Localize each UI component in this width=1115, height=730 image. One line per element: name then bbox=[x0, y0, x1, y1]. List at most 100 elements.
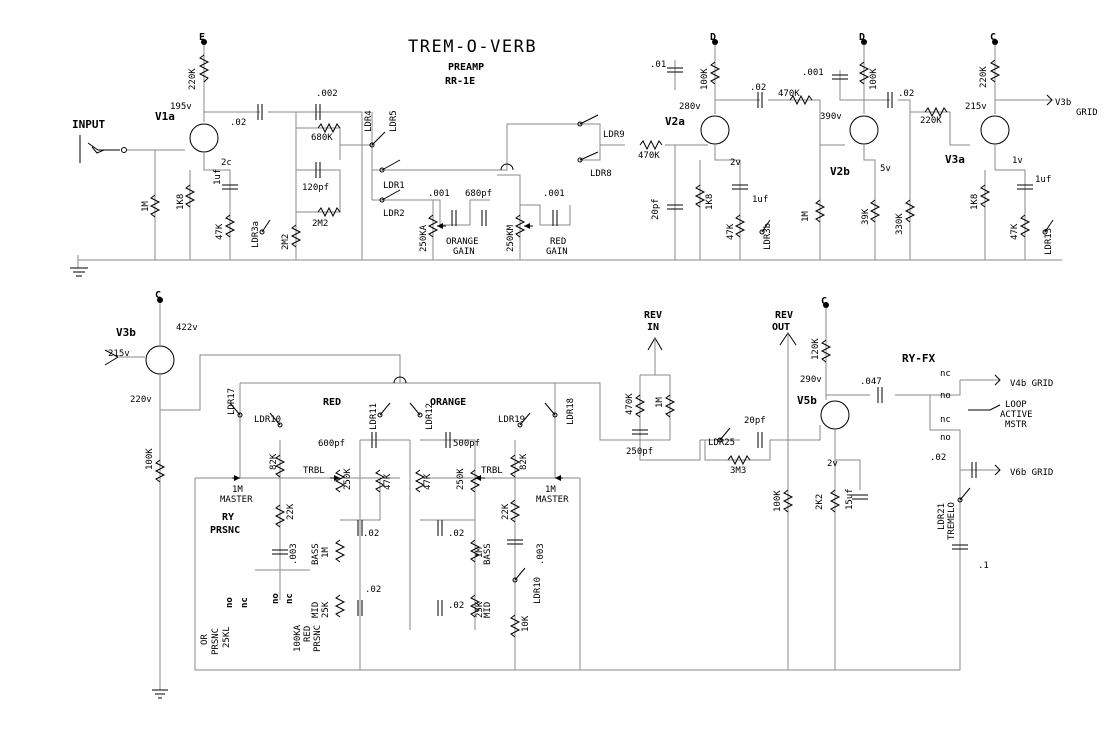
label-ldr11: LDR11 bbox=[369, 403, 379, 430]
label-or-prsnc-2: PRSNC bbox=[211, 628, 221, 655]
label-r1m-e: 1M bbox=[655, 397, 665, 408]
label-ldr3b: LDR3b bbox=[763, 223, 773, 250]
label-or-prsnc-1: OR bbox=[200, 634, 210, 645]
label-no-2: no bbox=[271, 593, 281, 604]
label-orange-gain-2: GAIN bbox=[453, 247, 475, 257]
label-c001-c: .001 bbox=[543, 189, 565, 199]
label-r2m2-b: 2M2 bbox=[281, 234, 291, 250]
label-ldr13: LDR13 bbox=[1044, 228, 1054, 255]
label-r2k2: 2K2 bbox=[815, 494, 825, 510]
label-ldr1: LDR1 bbox=[383, 181, 405, 191]
label-ldr12: LDR12 bbox=[425, 403, 435, 430]
label-2c: 2c bbox=[221, 158, 232, 168]
label-c680pf: 680pf bbox=[465, 189, 492, 199]
label-r120k: 120K bbox=[811, 338, 821, 360]
label-c15uf: 15uf bbox=[845, 488, 855, 510]
label-ldr4: LDR4 bbox=[364, 110, 374, 132]
label-r680k: 680K bbox=[311, 133, 333, 143]
label-r47k-c: 47K bbox=[1010, 223, 1020, 240]
label-r470k-b: 470K bbox=[638, 151, 660, 161]
label-rail-c3: C bbox=[821, 296, 827, 307]
label-orange: ORANGE bbox=[430, 397, 466, 408]
label-no-3: no bbox=[940, 391, 951, 401]
label-215v-a: 215v bbox=[965, 102, 987, 112]
label-r3m3: 3M3 bbox=[730, 466, 746, 476]
label-group: INPUT E D D C C C V1a V2a V2b V3a V3b V5… bbox=[72, 32, 1098, 655]
label-r470k-c: 470K bbox=[625, 393, 635, 415]
label-pot-red: 250KM bbox=[506, 224, 516, 252]
label-c047: .047 bbox=[860, 377, 882, 387]
label-r470k-a: 470K bbox=[778, 89, 800, 99]
label-r22k-b: 22K bbox=[501, 503, 511, 520]
schematic-subtitle-model: RR-1E bbox=[445, 76, 475, 87]
label-r250k-a: 250K bbox=[343, 468, 353, 490]
label-c001-a: .001 bbox=[802, 68, 824, 78]
label-ldr3a: LDR3a bbox=[251, 221, 261, 248]
label-r100k-b: 100K bbox=[869, 68, 879, 90]
label-ldr19: LDR19 bbox=[498, 415, 525, 425]
label-no-4: no bbox=[940, 433, 951, 443]
label-ldr21-b: TREMELO bbox=[947, 502, 957, 540]
label-red: RED bbox=[323, 397, 341, 408]
label-v3b-grid-1: V3b bbox=[1055, 98, 1071, 108]
label-v3b: V3b bbox=[116, 326, 136, 339]
label-r82k-a: 82K bbox=[269, 453, 279, 470]
label-no-1: no bbox=[225, 597, 235, 608]
label-195v: 195v bbox=[170, 102, 192, 112]
label-c001-b: .001 bbox=[428, 189, 450, 199]
label-c02-b: .02 bbox=[750, 83, 766, 93]
label-nc-1: nc bbox=[240, 597, 250, 608]
label-c1uf-a: 1uf bbox=[213, 169, 223, 185]
schematic-title: TREM-O-VERB bbox=[408, 37, 537, 57]
label-ldr17: LDR17 bbox=[227, 388, 237, 415]
label-c20pf-a: 20pf bbox=[651, 198, 661, 220]
label-c600pf: 600pf bbox=[318, 439, 345, 449]
label-r100k-a: 100K bbox=[700, 68, 710, 90]
label-loop-3: MSTR bbox=[1005, 420, 1027, 430]
label-v1a: V1a bbox=[155, 110, 175, 123]
label-r220k-c: 220K bbox=[979, 66, 989, 88]
label-c1uf-b: 1uf bbox=[752, 195, 768, 205]
label-v2b: V2b bbox=[830, 165, 850, 178]
label-v3a: V3a bbox=[945, 153, 965, 166]
label-trbl-1: TRBL bbox=[303, 466, 325, 476]
label-c1uf-c: 1uf bbox=[1035, 175, 1051, 185]
label-290v: 290v bbox=[800, 375, 822, 385]
label-r220k-a: 220K bbox=[188, 68, 198, 90]
label-ldr9: LDR9 bbox=[603, 130, 625, 140]
label-c02-d: .02 bbox=[363, 529, 379, 539]
label-r1m-b: 1M bbox=[801, 211, 811, 222]
label-loop-1: LOOP bbox=[1005, 400, 1027, 410]
label-c500pf: 500pf bbox=[453, 439, 480, 449]
label-r1k8-c: 1K8 bbox=[970, 194, 980, 210]
label-c02-e: .02 bbox=[448, 529, 464, 539]
label-r25k-b: 25K bbox=[475, 601, 485, 618]
label-c20pf-b: 20pf bbox=[744, 416, 766, 426]
label-c02-g: .02 bbox=[448, 601, 464, 611]
label-r22k-a: 22K bbox=[286, 503, 296, 520]
label-1v: 1v bbox=[1012, 156, 1023, 166]
label-ldr10-b: LDR10 bbox=[533, 577, 543, 604]
label-ldr10-a: LDR10 bbox=[254, 415, 281, 425]
label-rail-e: E bbox=[199, 32, 205, 43]
label-rail-d2: D bbox=[859, 32, 865, 43]
label-master-2b: MASTER bbox=[536, 495, 569, 505]
schematic-subtitle-preamp: PREAMP bbox=[448, 62, 484, 73]
label-422v: 422v bbox=[176, 323, 198, 333]
label-mid-2: MID bbox=[483, 602, 493, 618]
label-rev-out-2: OUT bbox=[772, 322, 790, 333]
label-master-1b: MASTER bbox=[220, 495, 253, 505]
label-or-prsnc-3: 25KL bbox=[222, 626, 232, 648]
label-ry-fx: RY-FX bbox=[902, 352, 935, 365]
label-v2a: V2a bbox=[665, 115, 685, 128]
label-r25k-a: 25K bbox=[321, 601, 331, 618]
label-ldr2: LDR2 bbox=[383, 209, 405, 219]
label-pot-orange: 250KA bbox=[419, 224, 429, 252]
label-ry-prsnc-2: PRSNC bbox=[210, 525, 240, 536]
label-2v-5b: 2v bbox=[827, 459, 838, 469]
label-c003-b: .003 bbox=[536, 543, 546, 565]
label-r2m2-a: 2M2 bbox=[312, 219, 328, 229]
label-bass-1: BASS bbox=[311, 543, 321, 565]
label-rev-in-1: REV bbox=[644, 310, 662, 321]
